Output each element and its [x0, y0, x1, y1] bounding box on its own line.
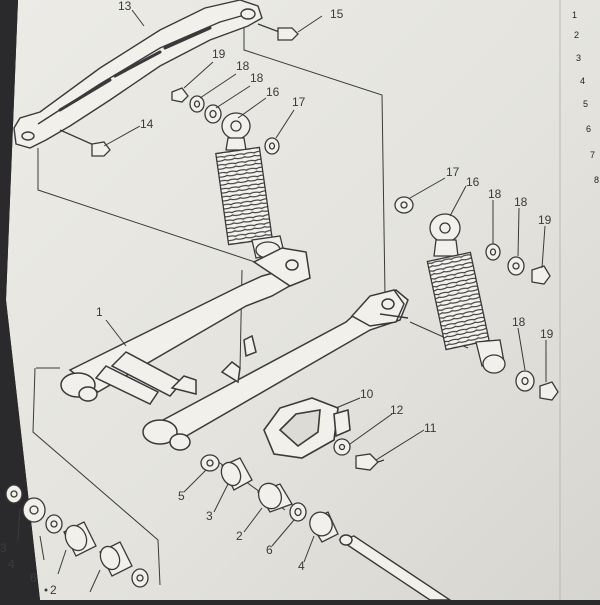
part-12-washer: [333, 438, 351, 456]
callout-19: 19: [540, 327, 554, 341]
leader-line: [17, 507, 21, 541]
callout-18: 18: [488, 187, 502, 201]
callout-15: 15: [330, 7, 344, 21]
part-15-bolt: [257, 23, 299, 41]
callout-18: 18: [236, 59, 250, 73]
part-13-grab-rail: [13, 0, 263, 149]
part-16-shock-absorber-right: [426, 213, 506, 374]
parts-list-number: 5: [583, 99, 588, 109]
callout-18: 18: [250, 71, 264, 85]
callout-5: 5: [178, 489, 185, 503]
callout-6: 6: [30, 571, 37, 585]
callout-3: 3: [0, 541, 7, 555]
paper-sheet: [6, 0, 600, 600]
pivot-hardware-left: [5, 484, 149, 588]
part-11-bolt: [355, 453, 385, 471]
callout-10: 10: [360, 387, 374, 401]
callout-2: 2: [236, 529, 243, 543]
callout-2: 2: [50, 583, 57, 597]
parts-list-number: 2: [574, 30, 579, 40]
parts-list-number: 8: [594, 175, 599, 185]
part-10-chain-guide: [263, 397, 351, 459]
callout-17: 17: [292, 95, 306, 109]
page-shadow: [0, 0, 40, 600]
callout-4: 4: [8, 557, 15, 571]
callout-16: 16: [466, 175, 480, 189]
part-19-cap-nut: [171, 87, 189, 103]
callout-19: 19: [212, 47, 226, 61]
leader-line: [57, 549, 67, 575]
callout-18: 18: [512, 315, 526, 329]
callout-17: 17: [446, 165, 460, 179]
callout-18: 18: [514, 195, 528, 209]
callout-labels: 13 14 15 19 18 18 16 17 17 16 18 18 19 1…: [0, 0, 554, 597]
callout-19: 19: [538, 213, 552, 227]
upper-left-hardware: [171, 87, 280, 155]
parts-list-number: 7: [590, 150, 595, 160]
dot-mark: [44, 588, 48, 592]
parts-list-number: 4: [580, 76, 585, 86]
callout-13: 13: [118, 0, 132, 13]
callout-14: 14: [140, 117, 154, 131]
leader-line: [89, 569, 101, 593]
parts-list-number: 3: [576, 53, 581, 63]
callout-1: 1: [96, 305, 103, 319]
callout-16: 16: [266, 85, 280, 99]
callout-11: 11: [424, 421, 437, 435]
part-1-swingarm: [60, 247, 409, 451]
pivot-hardware-center: [200, 454, 339, 543]
leader-lines: [103, 9, 547, 563]
callout-6: 6: [266, 543, 273, 557]
callout-3: 3: [206, 509, 213, 523]
callout-12: 12: [390, 403, 404, 417]
callout-4: 4: [298, 559, 305, 573]
parts-list-column: 1 2 3 4 5 6 7 8: [572, 10, 599, 185]
part-16-shock-absorber-left: [215, 112, 285, 259]
leader-line: [39, 535, 45, 561]
part-19-cap-nut: [539, 381, 559, 401]
right-shock-hardware: [394, 196, 559, 401]
parts-list-number: 1: [572, 10, 577, 20]
parts-list-number: 6: [586, 124, 591, 134]
